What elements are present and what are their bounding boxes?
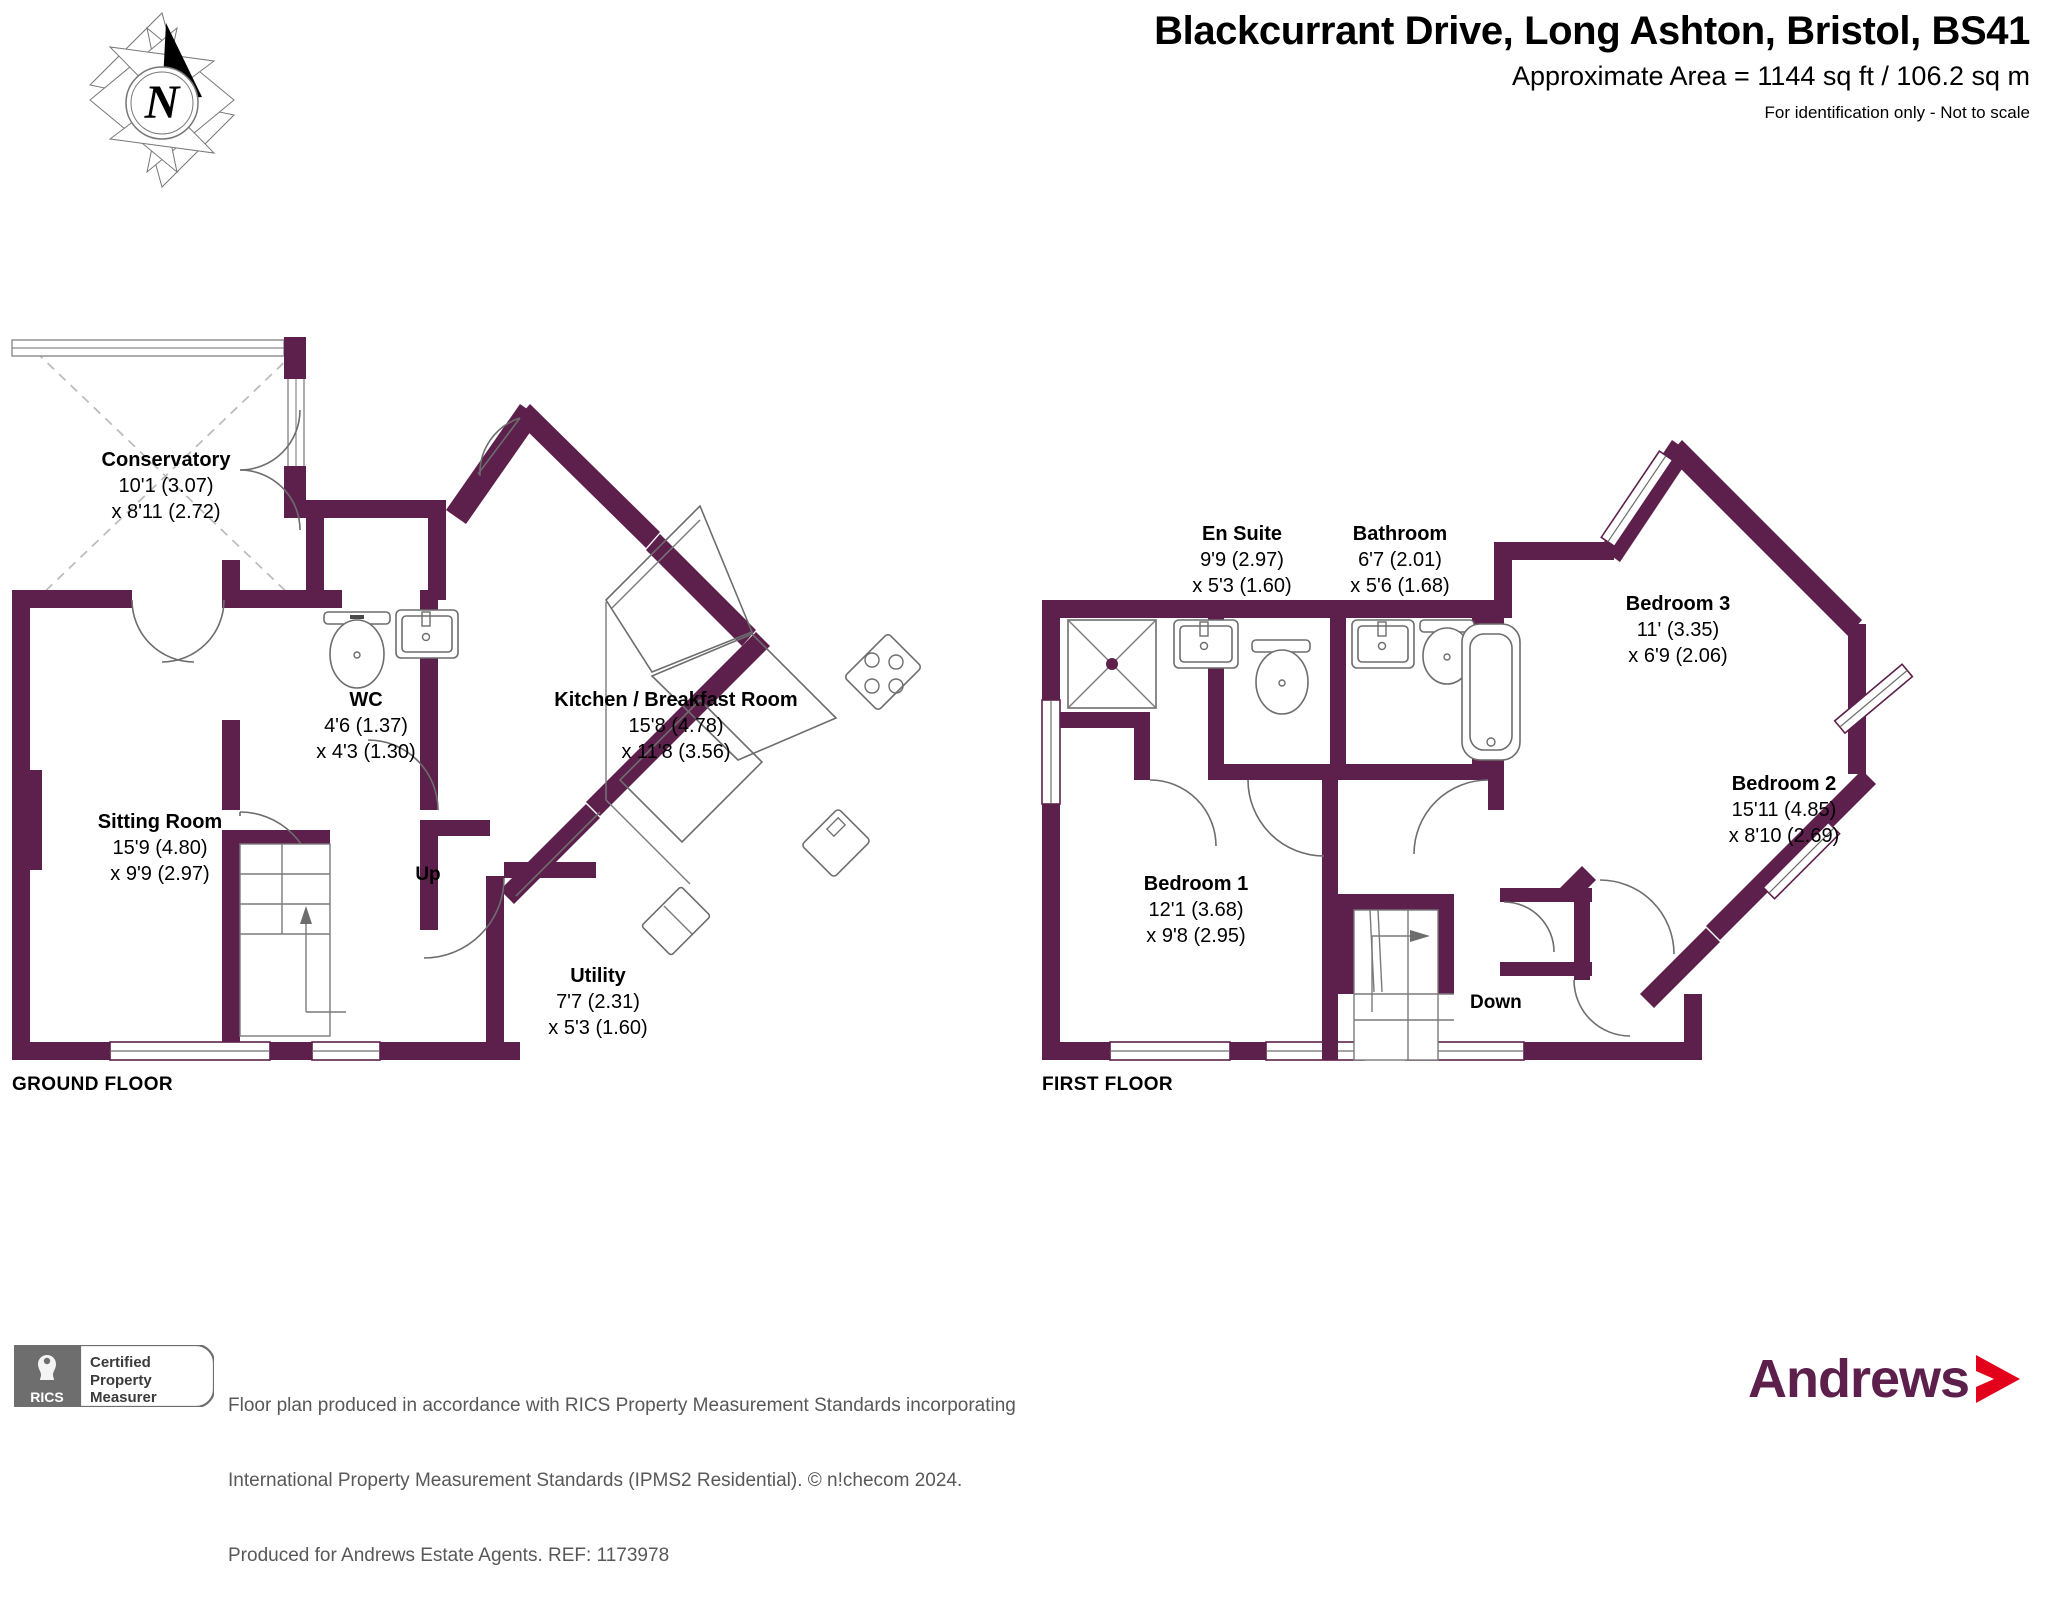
room-dim2-en-suite: x 5'3 (1.60) bbox=[1192, 575, 1291, 597]
room-dim1-conservatory: 10'1 (3.07) bbox=[119, 475, 214, 497]
room-label-bedroom-2: Bedroom 2 bbox=[1732, 773, 1836, 795]
identification-disclaimer: For identification only - Not to scale bbox=[1764, 103, 2030, 122]
first-outer-walls bbox=[1042, 440, 1876, 1060]
hob-icon bbox=[844, 633, 922, 711]
andrews-logo-icon: Andrews bbox=[1748, 1349, 2020, 1409]
room-dim1-en-suite: 9'9 (2.97) bbox=[1200, 549, 1284, 571]
stair-direction-down: Down bbox=[1470, 992, 1522, 1013]
page-title: Blackcurrant Drive, Long Ashton, Bristol… bbox=[1154, 9, 2030, 53]
stair-direction-up: Up bbox=[415, 864, 440, 885]
room-label-bedroom-3: Bedroom 3 bbox=[1626, 593, 1730, 615]
room-label-wc: WC bbox=[349, 689, 382, 711]
room-dim2-kitchen: x 11'8 (3.56) bbox=[621, 741, 730, 763]
room-label-bathroom: Bathroom bbox=[1353, 523, 1447, 545]
footer-line-2: International Property Measurement Stand… bbox=[228, 1470, 963, 1491]
rics-line-1: Certified bbox=[90, 1354, 151, 1371]
room-label-en-suite: En Suite bbox=[1202, 523, 1282, 545]
room-dim2-bedroom-3: x 6'9 (2.06) bbox=[1628, 645, 1727, 667]
conservatory-roof-dashes bbox=[35, 351, 296, 601]
chevron-right-icon bbox=[1976, 1355, 2020, 1403]
room-dim2-conservatory: x 8'11 (2.72) bbox=[111, 501, 220, 523]
room-dim1-bathroom: 6'7 (2.01) bbox=[1358, 549, 1442, 571]
wc-fixtures bbox=[323, 609, 459, 689]
rics-line-3: Measurer bbox=[90, 1389, 157, 1406]
first-floor-staircase bbox=[1353, 909, 1454, 1061]
compass-north-letter: N bbox=[144, 76, 182, 129]
kitchen-fixtures bbox=[604, 504, 922, 956]
andrews-wordmark: Andrews bbox=[1748, 1349, 1969, 1409]
compass-icon: N bbox=[88, 12, 236, 188]
approximate-area: Approximate Area = 1144 sq ft / 106.2 sq… bbox=[1511, 61, 2030, 91]
room-dim2-bathroom: x 5'6 (1.68) bbox=[1350, 575, 1449, 597]
room-label-conservatory: Conservatory bbox=[102, 449, 232, 471]
ground-internal-walls bbox=[222, 500, 596, 1044]
footer-line-3: Produced for Andrews Estate Agents. REF:… bbox=[228, 1545, 670, 1566]
room-dim1-bedroom-1: 12'1 (3.68) bbox=[1149, 899, 1244, 921]
room-dim2-utility: x 5'3 (1.60) bbox=[548, 1017, 647, 1039]
first-floor-doors bbox=[1149, 779, 1675, 1037]
ground-bottom-windows bbox=[109, 1041, 381, 1061]
footer: RICS Certified Property Measurer Floor p… bbox=[0, 1325, 2048, 1566]
room-dim2-bedroom-1: x 9'8 (2.95) bbox=[1146, 925, 1245, 947]
ground-room-labels: Conservatory 10'1 (3.07) x 8'11 (2.72) S… bbox=[12, 449, 798, 1095]
en-suite-fixtures bbox=[1067, 619, 1311, 715]
first-room-labels: En Suite 9'9 (2.97) x 5'3 (1.60) Bathroo… bbox=[1042, 523, 1839, 1095]
first-floor-label: FIRST FLOOR bbox=[1042, 1074, 1173, 1095]
rics-badge-icon: RICS Certified Property Measurer bbox=[14, 1343, 216, 1409]
rics-line-2: Property bbox=[90, 1372, 152, 1389]
room-dim1-bedroom-3: 11' (3.35) bbox=[1637, 619, 1719, 641]
room-dim2-bedroom-2: x 8'10 (2.69) bbox=[1729, 825, 1840, 847]
compass-rose: N bbox=[62, 5, 262, 195]
floorplan-svg: .wall { fill: #5d1f4b; } .thin { fill: n… bbox=[11, 337, 1914, 1095]
andrews-logo: Andrews bbox=[1748, 1347, 2038, 1409]
room-label-kitchen: Kitchen / Breakfast Room bbox=[554, 689, 797, 711]
floor-plans-canvas: .wall { fill: #5d1f4b; } .thin { fill: n… bbox=[11, 337, 1914, 1095]
kitchen-sink-icon bbox=[802, 809, 870, 877]
room-dim2-sitting-room: x 9'9 (2.97) bbox=[110, 863, 209, 885]
rics-certified-badge: RICS Certified Property Measurer bbox=[14, 1343, 216, 1409]
bathroom-fixtures bbox=[1351, 619, 1521, 761]
room-label-utility: Utility bbox=[570, 965, 626, 987]
sitting-room-window bbox=[12, 770, 42, 870]
room-dim1-utility: 7'7 (2.31) bbox=[556, 991, 640, 1013]
room-label-sitting-room: Sitting Room bbox=[98, 811, 222, 833]
room-dim2-wc: x 4'3 (1.30) bbox=[316, 741, 415, 763]
room-dim1-bedroom-2: 15'11 (4.85) bbox=[1732, 799, 1837, 821]
kitchen-counter-outline bbox=[605, 602, 691, 885]
rics-acronym: RICS bbox=[30, 1389, 63, 1405]
room-label-bedroom-1: Bedroom 1 bbox=[1144, 873, 1248, 895]
room-dim1-sitting-room: 15'9 (4.80) bbox=[113, 837, 208, 859]
header: Blackcurrant Drive, Long Ashton, Bristol… bbox=[0, 0, 2048, 140]
footer-line-1: Floor plan produced in accordance with R… bbox=[228, 1395, 1016, 1416]
ground-staircase bbox=[239, 843, 346, 1037]
room-dim1-kitchen: 15'8 (4.78) bbox=[629, 715, 724, 737]
room-dim1-wc: 4'6 (1.37) bbox=[324, 715, 408, 737]
footer-disclaimer: Floor plan produced in accordance with R… bbox=[228, 1343, 1016, 1618]
first-floor-plan: En Suite 9'9 (2.97) x 5'3 (1.60) Bathroo… bbox=[1041, 440, 1914, 1095]
ground-floor-plan: Conservatory 10'1 (3.07) x 8'11 (2.72) S… bbox=[11, 337, 922, 1095]
conservatory-glazing bbox=[11, 339, 285, 357]
ground-floor-label: GROUND FLOOR bbox=[12, 1074, 173, 1095]
